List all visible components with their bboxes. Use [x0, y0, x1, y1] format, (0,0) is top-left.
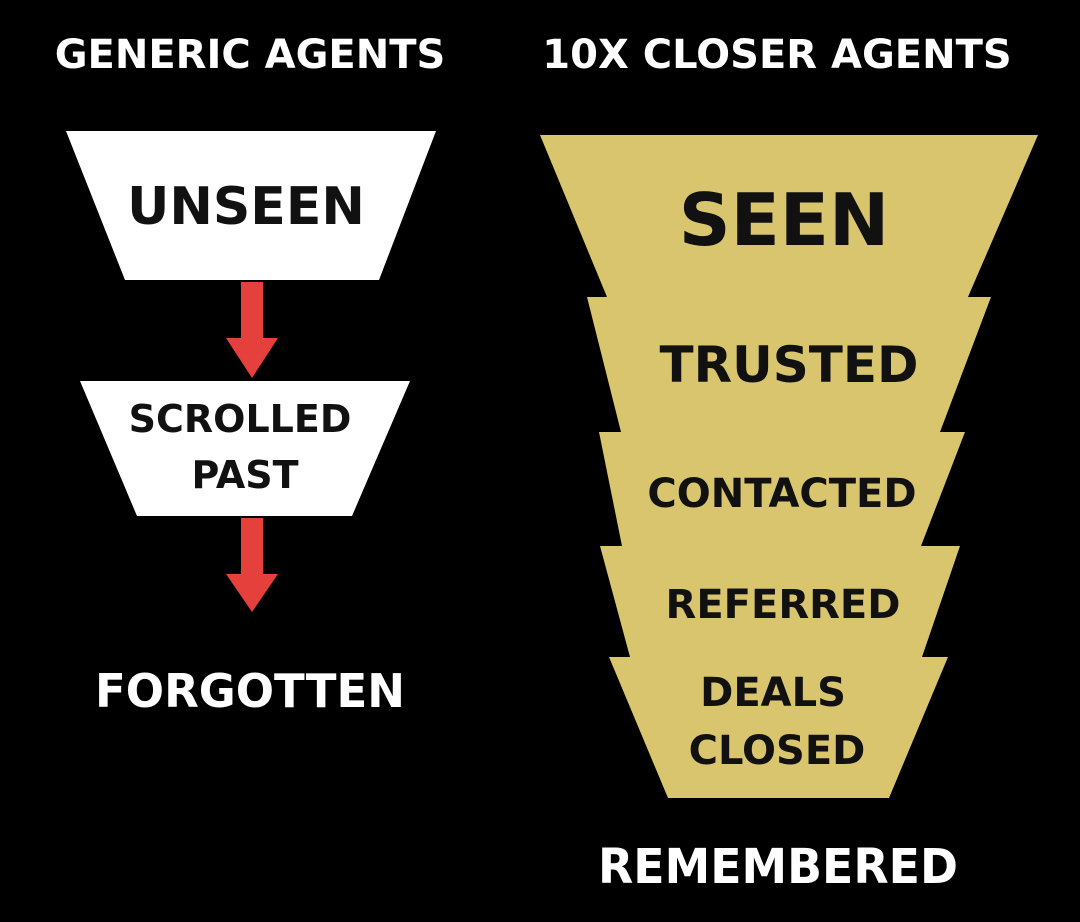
right-stage-contacted: CONTACTED [647, 471, 916, 517]
left-stage-unseen-box [66, 131, 436, 280]
left-stage-unseen-label: UNSEEN [127, 177, 365, 237]
left-stage-scrolled-past-box [80, 381, 410, 516]
left-arrow-1 [226, 282, 278, 378]
right-stage-referred: REFERRED [666, 582, 901, 628]
right-stage-trusted: TRUSTED [660, 336, 919, 394]
right-outcome: REMEMBERED [598, 839, 958, 895]
right-stage-deals-line1: DEALS [700, 670, 846, 716]
left-stage-scrolled-label-line1: SCROLLED [129, 397, 352, 441]
arrow-shaft [241, 282, 263, 340]
arrow-shaft [241, 518, 263, 576]
arrow-head [226, 574, 278, 612]
left-header: GENERIC AGENTS [55, 32, 446, 78]
left-outcome: FORGOTTEN [95, 664, 405, 718]
left-stage-scrolled-label-line2: PAST [191, 453, 298, 497]
left-arrow-2 [226, 518, 278, 612]
right-funnel-shape [540, 135, 1038, 798]
right-stage-deals-line2: CLOSED [689, 728, 866, 774]
arrow-head [226, 338, 278, 378]
right-stage-seen: SEEN [679, 178, 889, 262]
right-header: 10X CLOSER AGENTS [542, 32, 1011, 78]
